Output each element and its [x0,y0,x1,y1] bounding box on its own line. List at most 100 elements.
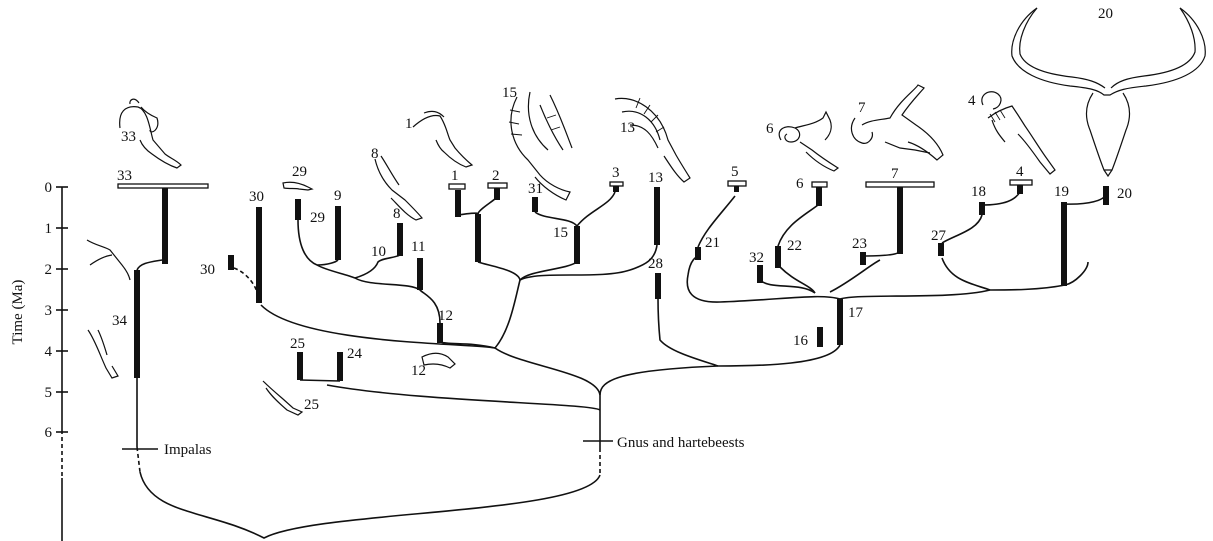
spiral-horn-skull-icon [981,91,1002,110]
taxon-label-24: 24 [347,346,363,362]
branch [1063,194,1107,205]
extant-range-6 [811,181,828,188]
taxon-label-29: 29 [310,210,325,226]
branch [576,191,616,227]
impala-clade: 33 34 [112,168,209,378]
skull-label-33: 33 [121,129,136,145]
taxon-label-9: 9 [334,188,342,204]
range-bar-31 [532,197,538,212]
taxon-label-4: 4 [1016,164,1024,180]
taxon-label-6: 6 [796,176,804,192]
axis-tick-label: 6 [45,425,53,441]
range-bar-25 [297,352,303,380]
branch [297,219,318,266]
branch [519,261,578,281]
taxon-label-17: 17 [848,305,864,321]
taxon-label-23: 23 [852,236,867,252]
branch [260,304,496,349]
taxon-label-15: 15 [553,225,568,241]
range-bar-12 [437,323,443,343]
taxon-label-13: 13 [648,170,663,186]
axis-tick-label: 0 [45,180,53,196]
branch-dashed [233,267,259,296]
group-label-impalas: Impalas [164,442,212,458]
range-bar-30 [256,207,262,303]
antelope-skull-icon [262,380,304,416]
skull-label-13: 13 [620,120,635,136]
axis-tick-label: 2 [45,262,53,278]
range-bar-23 [860,252,866,265]
horned-skull-icon [412,114,474,168]
antelope-skull-icon [421,352,456,369]
extant-range-4 [1009,179,1033,186]
range-bar-4 [1017,184,1023,194]
taxon-label-7: 7 [891,166,899,182]
skull-label-4: 4 [968,93,976,109]
extant-range-1 [448,183,466,190]
branch [316,264,421,291]
horned-skull-icon [374,158,424,221]
taxon-label-16: 16 [793,333,809,349]
group-label-gnus-hartebeests: Gnus and hartebeests [617,435,745,451]
branch [829,259,881,293]
taxon-label-34: 34 [112,313,128,329]
branch [941,214,983,244]
branch [981,191,1021,206]
skull-label-6: 6 [766,121,774,137]
range-bar-18 [979,202,985,215]
range-bar-27 [938,243,944,256]
branch [865,251,901,257]
range-bar-30b [228,255,234,270]
extant-range-33 [117,183,209,189]
branch [419,289,441,324]
skull-label-20: 20 [1098,6,1113,22]
skull-4: 4 [968,91,1056,175]
extant-range-5 [727,180,747,187]
taxon-label-12: 12 [438,308,453,324]
taxon-label-20: 20 [1117,186,1132,202]
range-bar-16 [817,327,823,347]
range-bar-17 [837,299,843,345]
branch [697,195,736,248]
branch [717,344,841,367]
skull-34-lower [87,329,119,379]
branch [759,279,816,294]
antelope-skull-icon [282,181,314,191]
skull-25: 25 [262,380,319,416]
branch [477,261,521,281]
branch [326,384,601,411]
skull-12: 12 [411,352,456,379]
branch [494,347,601,396]
branch [1064,261,1089,286]
branch [316,259,339,266]
range-bar-20 [1103,186,1109,205]
range-bar-22 [775,246,781,268]
taxon-label-22: 22 [787,238,802,254]
range-bar-3 [613,184,619,192]
spiral-horn-skull-icon [778,126,801,143]
taxon-label-30b: 30 [200,262,215,278]
range-bar-19 [1061,202,1067,286]
range-bar-2 [494,188,500,200]
branch [299,379,341,382]
taxon-label-21: 21 [705,235,720,251]
range-bar-9 [335,206,341,260]
branch [494,279,521,349]
axis-tick-label: 4 [45,344,53,360]
antelope-skull-icon [86,239,131,281]
branch [519,244,658,281]
taxon-label-33: 33 [117,168,132,184]
antelope-skull-icon [87,329,119,379]
time-axis: 0 1 2 3 4 5 6 Time (Ma) [10,180,68,541]
gnu-hartebeest-clade: 25 24 30 30 12 11 29 9 8 10 1 [200,164,1132,411]
taxon-label-18: 18 [971,184,986,200]
extant-range-3 [609,181,624,187]
range-bar-11 [417,258,423,290]
skull-label-8: 8 [371,146,379,162]
branch-dashed [136,446,141,473]
horned-skull-icon [510,96,571,201]
taxon-label-25: 25 [290,336,305,352]
range-bar-5 [734,186,739,192]
skull-label-25: 25 [304,397,319,413]
